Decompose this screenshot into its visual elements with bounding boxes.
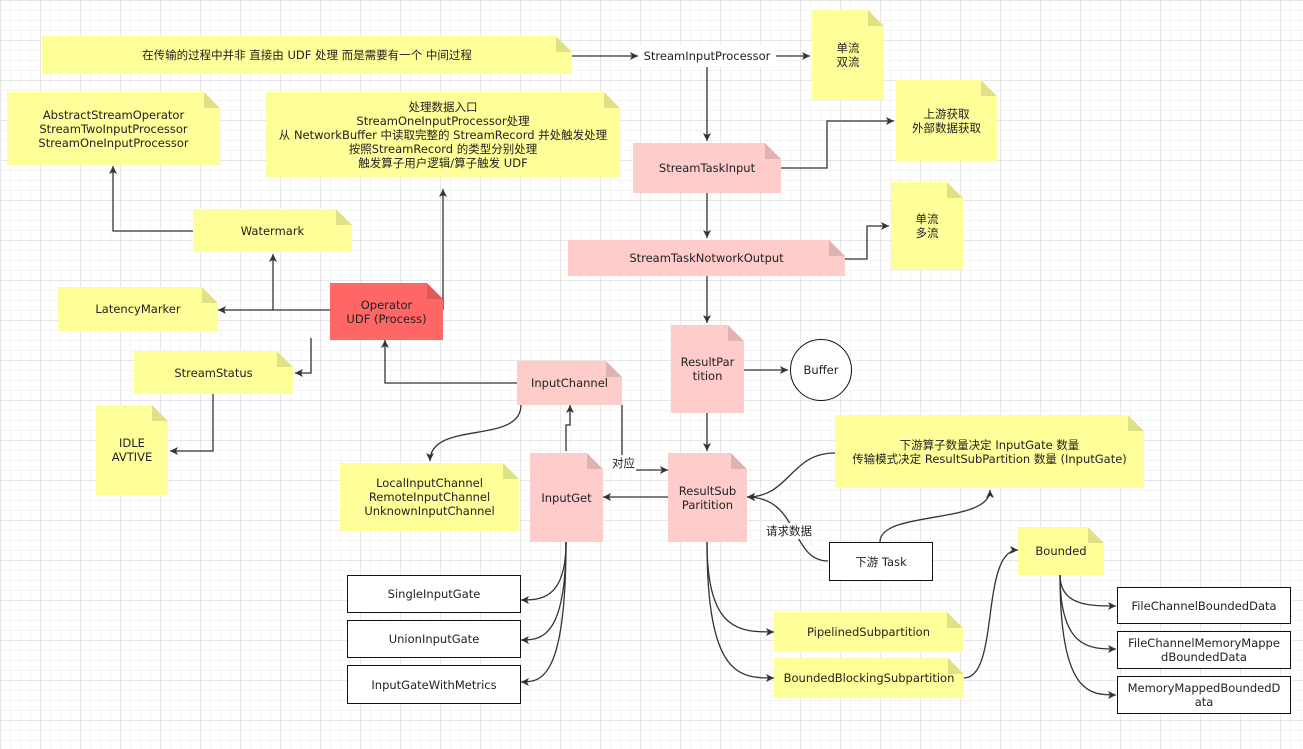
edge-bounded-to-file-channel [1059,574,1117,610]
downstream-task-box: 下游 Task [829,542,933,581]
idle-active-note: IDLE AVTIVE [96,405,168,495]
stream-task-network-output: StreamTaskNotworkOutput [568,240,845,276]
single-multi-stream-note: 单流 多流 [891,182,963,270]
stream-input-processor: StreamInputProcessor [640,45,774,67]
union-input-gate-box: UnionInputGate [347,620,521,658]
single-dual-stream-note: 单流 双流 [812,10,884,100]
input-channel: InputChannel [517,361,622,405]
latency-marker-note: LatencyMarker [58,287,218,331]
pipelined-subpartition-note: PipelinedSubpartition [774,612,963,652]
edge-subpartition-to-bounded-blocking [706,541,775,682]
file-channel-memory-mapped-box: FileChannelMemoryMappe dBoundedData [1117,631,1291,669]
single-input-gate-box: SingleInputGate [347,575,521,613]
transfer-note: 在传输的过程中并非 直接由 UDF 处理 而是需要有一个 中间过程 [42,36,572,74]
file-channel-bounded-data-box: FileChannelBoundedData [1117,587,1291,624]
edge-task-input-to-upstream [781,117,894,169]
edge-downstream-note-to-subpartition [746,452,836,501]
watermark-note: Watermark [193,209,352,252]
stream-status-note: StreamStatus [134,351,293,394]
edge-watermark-to-operator-classes [109,166,193,232]
bounded-note: Bounded [1018,527,1104,575]
stream-task-input: StreamTaskInput [633,143,781,193]
edge-input-get-to-input-channel [565,405,574,451]
bounded-blocking-subpartition-note: BoundedBlockingSubpartition [774,658,964,698]
processing-entry-note: 处理数据入口 StreamOneInputProcessor处理 从 Netwo… [266,92,620,177]
edge-status-to-idle [170,393,214,455]
edge-bounded-to-memory-mapped [1059,574,1117,699]
edge-subpartition-to-pipelined [706,541,775,636]
input-get: InputGet [530,453,603,542]
input-channel-types-note: LocalInputChannel RemoteInputChannel Unk… [340,463,519,531]
result-partition: ResultPar tition [671,325,744,413]
edge-network-output-to-single-multi [845,222,889,260]
operator-classes-note: AbstractStreamOperator StreamTwoInputPro… [7,92,220,165]
upstream-fetch-note: 上游获取 外部数据获取 [896,80,997,161]
edge-input-get-to-single-gate [520,541,567,604]
input-gate-with-metrics-box: InputGateWithMetrics [347,665,521,704]
downstream-note: 下游算子数量决定 InputGate 数量 传输模式决定 ResultSubPa… [835,415,1144,488]
operator-udf: Operator UDF (Process) [330,283,443,340]
edge-operator-to-status [295,338,312,377]
edge-label-request-data: 请求数据 [765,523,813,539]
edge-task-to-downstream-note [879,489,994,543]
edge-bounded-to-file-memory [1059,574,1117,653]
edge-input-get-to-metrics-gate [520,541,567,686]
memory-mapped-bounded-data-box: MemoryMappedBoundedD ata [1117,676,1291,714]
result-sub-partition: ResultSub Paritition [668,453,747,542]
edge-input-get-to-union-gate [520,541,567,644]
edge-bounded-blocking-to-bounded [963,546,1019,679]
edge-label-correspond: 对应 [611,455,636,471]
edge-input-channel-to-operator [381,340,517,384]
buffer-node: Buffer [790,339,852,401]
edge-input-channel-to-types [426,404,522,462]
